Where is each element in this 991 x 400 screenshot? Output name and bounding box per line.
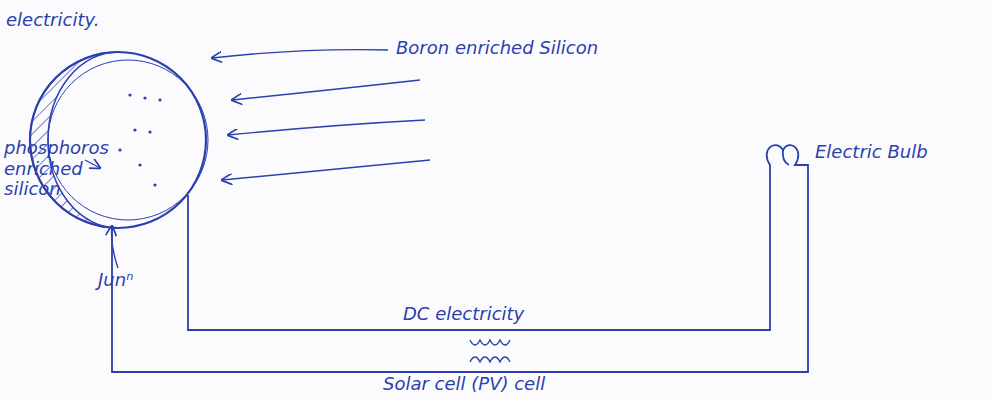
electric-bulb	[767, 145, 808, 190]
part-label: Electric Bulb	[815, 142, 928, 163]
leader-line	[85, 160, 118, 268]
part-label: Boron enriched Silicon	[396, 38, 598, 59]
wire	[112, 190, 808, 372]
carrier-dots	[118, 93, 161, 186]
part-label: phosphoros enriched silicon	[4, 138, 104, 200]
caption-label: Solar cell (PV) cell	[380, 374, 548, 395]
heading-fragment: electricity.	[6, 10, 99, 31]
part-label: Junⁿ	[98, 270, 133, 291]
current-label: DC electricity	[400, 304, 527, 325]
sunlight-arrow	[212, 50, 430, 180]
current-symbol	[470, 340, 510, 362]
